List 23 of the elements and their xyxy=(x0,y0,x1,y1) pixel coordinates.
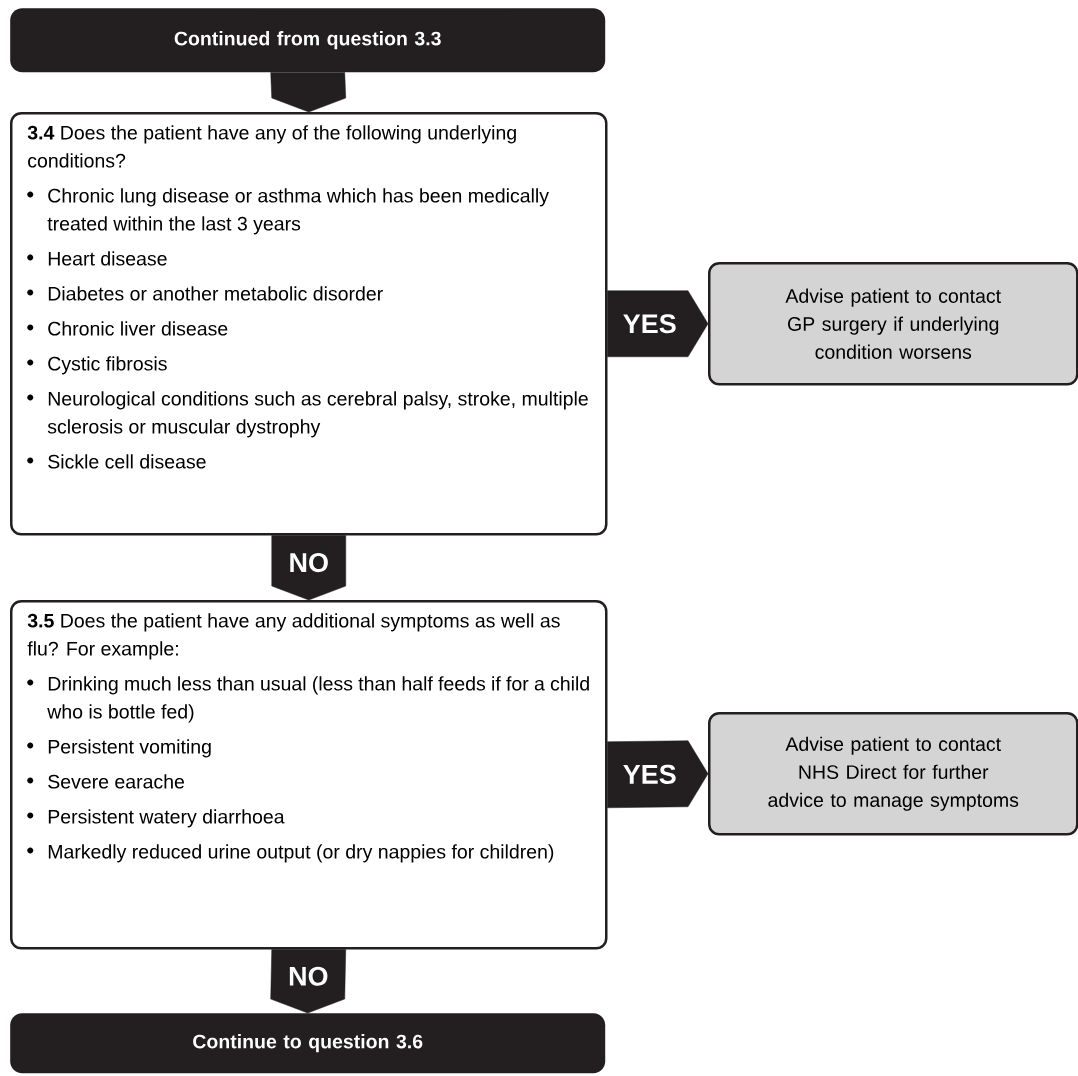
bullet-item: Sickle cell disease xyxy=(27,454,206,469)
bullet-item: Markedly reduced urine output (or dry nappies for children) xyxy=(27,844,554,863)
question-text: 3.5 Does the patient have any additional symptoms as well as flu? For example: xyxy=(27,613,560,660)
bullet-item: Neurological conditions such as cerebral palsy, stroke, multiple sclerosis or muscular dystrophy xyxy=(27,391,588,438)
bullet-item: Chronic lung disease or asthma which has been medically treated within the last 3 years xyxy=(27,188,549,235)
bullet-item: Persistent watery diarrhoea xyxy=(27,809,285,828)
advice-box: Advise patient to contact GP surgery if underlying condition worsens xyxy=(708,262,1078,386)
block-arrow xyxy=(270,72,346,113)
bullet-item: Heart disease xyxy=(27,251,167,266)
bullet-item: Cystic fibrosis xyxy=(27,356,167,375)
edge-label: NO xyxy=(287,552,330,574)
bullet-item: Drinking much less than usual (less than half feeds if for a child who is bottle fed) xyxy=(27,676,589,723)
bullet-item: Persistent vomiting xyxy=(27,739,211,758)
bullet-item: Diabetes or another metabolic disorder xyxy=(27,286,383,301)
bullet-item: Severe earache xyxy=(27,774,184,789)
edge-label: YES xyxy=(621,313,678,335)
question-text: 3.4 Does the patient have any of the following underlying conditions? xyxy=(27,125,516,168)
question-box xyxy=(10,112,608,536)
block-arrow xyxy=(607,290,709,357)
question-box xyxy=(10,600,608,950)
bullet-item: Chronic liver disease xyxy=(27,321,228,336)
advice-box: Advise patient to contact NHS Direct for further advice to manage symptoms xyxy=(708,712,1078,836)
edge-label: NO xyxy=(287,965,330,987)
